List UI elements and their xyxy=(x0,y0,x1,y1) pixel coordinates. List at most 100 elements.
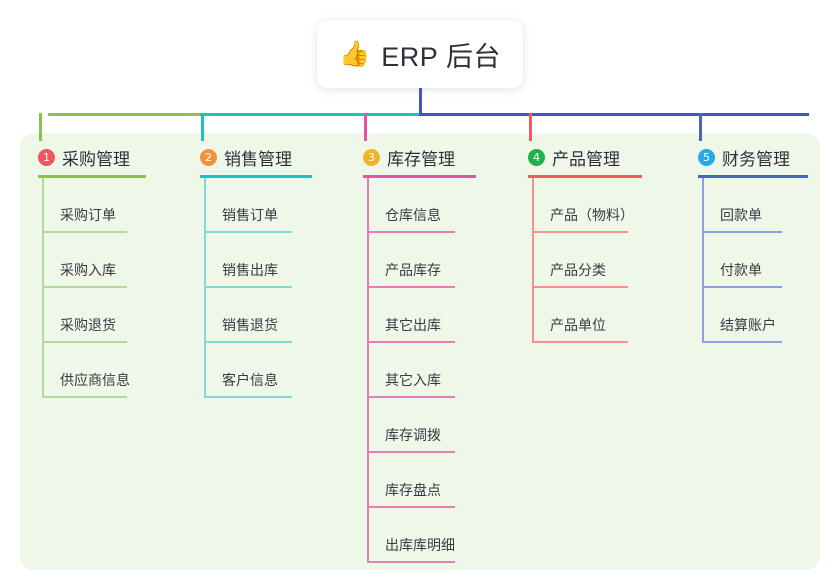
column-items-4: 产品（物料） 产品分类产品单位 xyxy=(532,178,642,343)
column-header-1[interactable]: 1 采购管理 xyxy=(38,145,146,169)
list-item[interactable]: 出库库明细 xyxy=(367,508,476,563)
root-stem-connector xyxy=(419,88,422,114)
list-item[interactable]: 产品单位 xyxy=(532,288,642,343)
root-node[interactable]: 👍 ERP 后台 xyxy=(317,20,523,88)
drop-connector-4 xyxy=(529,113,532,141)
list-item[interactable]: 库存盘点 xyxy=(367,453,476,508)
list-item-rule xyxy=(702,231,782,233)
list-item[interactable]: 供应商信息 xyxy=(42,343,146,398)
column-1: 1 采购管理采购订单采购入库采购退货供应商信息 xyxy=(38,145,146,398)
list-item-label: 客户信息 xyxy=(222,372,278,388)
list-item-label: 产品（物料） xyxy=(550,207,634,223)
list-item-rule xyxy=(42,231,127,233)
list-item-rule xyxy=(702,286,782,288)
drop-connector-2 xyxy=(201,113,204,141)
list-item-label: 仓库信息 xyxy=(385,207,441,223)
list-item-rule xyxy=(42,396,127,398)
list-item-rule xyxy=(367,396,455,398)
column-spine-1 xyxy=(42,178,44,398)
list-item[interactable]: 采购订单 xyxy=(42,178,146,233)
list-item-rule xyxy=(204,286,292,288)
column-items-3: 仓库信息产品库存其它出库其它入库库存调拨库存盘点出库库明细 xyxy=(367,178,476,563)
thumbs-up-icon: 👍 xyxy=(339,39,371,68)
list-item-rule xyxy=(532,286,628,288)
column-badge-icon-4: 4 xyxy=(528,148,545,166)
list-item-label: 销售退货 xyxy=(222,317,278,333)
list-item-label: 其它入库 xyxy=(385,372,441,388)
column-title-4: 产品管理 xyxy=(552,149,620,169)
list-item[interactable]: 回款单 xyxy=(702,178,808,233)
list-item-label: 供应商信息 xyxy=(60,372,130,388)
list-item[interactable]: 付款单 xyxy=(702,233,808,288)
list-item[interactable]: 销售订单 xyxy=(204,178,312,233)
column-badge-icon-1: 1 xyxy=(38,148,55,166)
list-item-label: 采购退货 xyxy=(60,317,116,333)
root-node-content: 👍 ERP 后台 xyxy=(339,35,501,74)
list-item-rule xyxy=(204,341,292,343)
column-header-rule-5 xyxy=(698,175,808,178)
column-header-rule-3 xyxy=(363,175,476,178)
column-spine-3 xyxy=(367,178,369,563)
list-item[interactable]: 产品（物料） xyxy=(532,178,642,233)
column-header-4[interactable]: 4 产品管理 xyxy=(528,145,642,169)
column-badge-icon-2: 2 xyxy=(200,148,217,166)
list-item-label: 产品库存 xyxy=(385,262,441,278)
list-item-label: 结算账户 xyxy=(720,317,776,333)
list-item-rule xyxy=(702,341,782,343)
column-title-1: 采购管理 xyxy=(62,149,130,169)
root-title: ERP 后台 xyxy=(381,41,501,72)
bus-segment-1 xyxy=(48,113,201,116)
drop-connector-1 xyxy=(39,113,42,141)
list-item-rule xyxy=(42,286,127,288)
bus-segment-2 xyxy=(200,113,420,116)
list-item-label: 回款单 xyxy=(720,207,762,223)
column-header-2[interactable]: 2 销售管理 xyxy=(200,145,312,169)
column-items-2: 销售订单销售出库销售退货客户信息 xyxy=(204,178,312,398)
column-title-3: 库存管理 xyxy=(387,149,455,169)
bus-segment-3 xyxy=(419,113,809,116)
list-item-rule xyxy=(42,341,127,343)
list-item[interactable]: 产品库存 xyxy=(367,233,476,288)
diagram-panel xyxy=(20,133,820,570)
list-item[interactable]: 仓库信息 xyxy=(367,178,476,233)
column-4: 4 产品管理产品（物料） 产品分类产品单位 xyxy=(528,145,642,343)
column-header-5[interactable]: 5 财务管理 xyxy=(698,145,808,169)
column-title-5: 财务管理 xyxy=(722,149,790,169)
list-item-rule xyxy=(367,451,455,453)
list-item-rule xyxy=(532,231,628,233)
column-badge-icon-5: 5 xyxy=(698,148,715,166)
list-item[interactable]: 其它入库 xyxy=(367,343,476,398)
list-item[interactable]: 采购入库 xyxy=(42,233,146,288)
list-item[interactable]: 销售退货 xyxy=(204,288,312,343)
list-item[interactable]: 其它出库 xyxy=(367,288,476,343)
list-item[interactable]: 结算账户 xyxy=(702,288,808,343)
column-5: 5 财务管理回款单付款单结算账户 xyxy=(698,145,808,343)
column-header-rule-4 xyxy=(528,175,642,178)
column-title-2: 销售管理 xyxy=(224,149,292,169)
list-item-label: 采购订单 xyxy=(60,207,116,223)
list-item-rule xyxy=(367,341,455,343)
list-item-label: 销售出库 xyxy=(222,262,278,278)
column-spine-2 xyxy=(204,178,206,398)
list-item[interactable]: 采购退货 xyxy=(42,288,146,343)
list-item-rule xyxy=(367,561,455,563)
list-item-rule xyxy=(204,396,292,398)
drop-connector-5 xyxy=(699,113,702,141)
list-item-label: 其它出库 xyxy=(385,317,441,333)
column-header-rule-2 xyxy=(200,175,312,178)
list-item-label: 销售订单 xyxy=(222,207,278,223)
list-item[interactable]: 库存调拨 xyxy=(367,398,476,453)
list-item-label: 付款单 xyxy=(720,262,762,278)
list-item[interactable]: 销售出库 xyxy=(204,233,312,288)
list-item-rule xyxy=(532,341,628,343)
list-item-rule xyxy=(367,286,455,288)
list-item-label: 库存调拨 xyxy=(385,427,441,443)
list-item-label: 产品单位 xyxy=(550,317,606,333)
list-item-label: 采购入库 xyxy=(60,262,116,278)
list-item-rule xyxy=(367,506,455,508)
list-item[interactable]: 产品分类 xyxy=(532,233,642,288)
column-items-5: 回款单付款单结算账户 xyxy=(702,178,808,343)
column-header-rule-1 xyxy=(38,175,146,178)
list-item[interactable]: 客户信息 xyxy=(204,343,312,398)
